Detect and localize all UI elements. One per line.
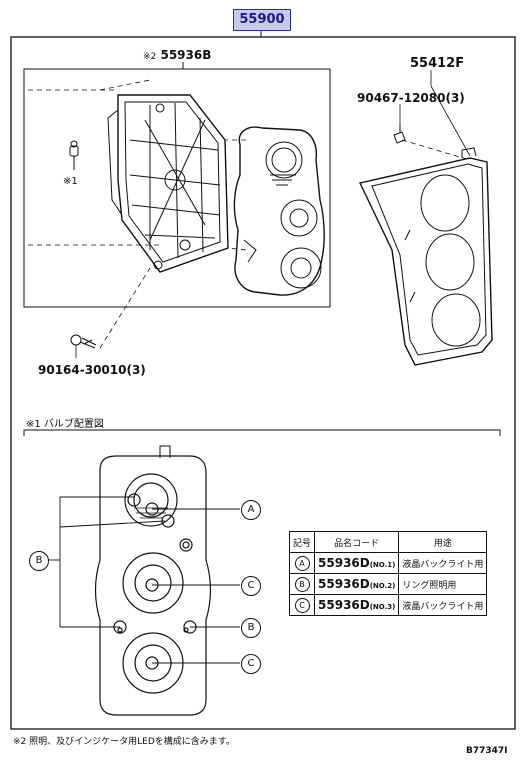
callout-b-left: B xyxy=(29,551,49,571)
table-header-row: 記号 品名コード 用途 xyxy=(288,531,488,553)
row-code: 55936D xyxy=(318,556,370,570)
callout-b-right: B xyxy=(241,618,261,638)
row-symbol: C xyxy=(294,597,310,613)
row-code-suffix: (NO.2) xyxy=(369,582,396,590)
panel-assembly-label: ※2 55936B xyxy=(143,48,211,62)
row-use: リング照明用 xyxy=(398,573,488,595)
table-header-code: 品名コード xyxy=(314,531,400,553)
bulb-socket-drawing xyxy=(69,140,79,170)
footnote: ※2 照明、及びインジケータ用LEDを構成に含みます。 xyxy=(13,737,235,747)
cover-plate-drawing xyxy=(358,147,493,366)
subassembly-box xyxy=(23,68,331,308)
guide-lines xyxy=(28,79,471,349)
row-symbol: A xyxy=(294,555,310,571)
callout-a: A xyxy=(241,500,261,520)
table-header-use: 用途 xyxy=(398,531,488,553)
outer-frame xyxy=(10,36,516,730)
row-use: 液晶バックライト用 xyxy=(398,594,488,616)
table-row: A 55936D(NO.1) 液晶バックライト用 xyxy=(288,552,488,574)
table-header-symbol: 記号 xyxy=(288,531,316,553)
row-code: 55936D xyxy=(318,577,370,591)
control-panel-drawing xyxy=(233,126,325,296)
main-part-number[interactable]: 55900 xyxy=(233,9,291,31)
row-code: 55936D xyxy=(318,598,370,612)
screw-lower-part-number: 90164-30010(3) xyxy=(38,363,146,377)
bulb-section-title: ※1 バルブ配置図 xyxy=(26,419,104,430)
clip-drawing xyxy=(393,125,406,144)
table-row: B 55936D(NO.2) リング照明用 xyxy=(288,573,488,595)
leader-lines xyxy=(75,70,471,358)
callout-c-upper: C xyxy=(241,576,261,596)
table-row: C 55936D(NO.3) 液晶バックライト用 xyxy=(288,594,488,616)
bulb-markers xyxy=(113,493,197,670)
cover-part-number: 55412F xyxy=(410,56,465,71)
bulb-location-drawing xyxy=(94,445,212,716)
bulb-parts-table: 記号 品名コード 用途 A 55936D(NO.1) 液晶バックライト用 B 5… xyxy=(288,531,488,616)
row-symbol: B xyxy=(294,576,310,592)
callout-leaders xyxy=(48,496,240,664)
panel-assembly-marker: ※2 xyxy=(143,52,157,62)
row-use: 液晶バックライト用 xyxy=(398,552,488,574)
panel-assembly-number: 55936B xyxy=(160,48,212,62)
back-housing-drawing xyxy=(107,94,229,273)
screw-upper-part-number: 90467-12080(3) xyxy=(357,91,465,105)
bulb-marker: ※1 xyxy=(63,176,78,187)
callout-c-lower: C xyxy=(241,654,261,674)
drawing-id: B77347I xyxy=(466,746,508,756)
bulb-section-bracket xyxy=(23,429,501,436)
row-code-suffix: (NO.1) xyxy=(369,561,396,569)
row-code-suffix: (NO.3) xyxy=(369,603,396,611)
screw-drawing xyxy=(70,334,97,349)
